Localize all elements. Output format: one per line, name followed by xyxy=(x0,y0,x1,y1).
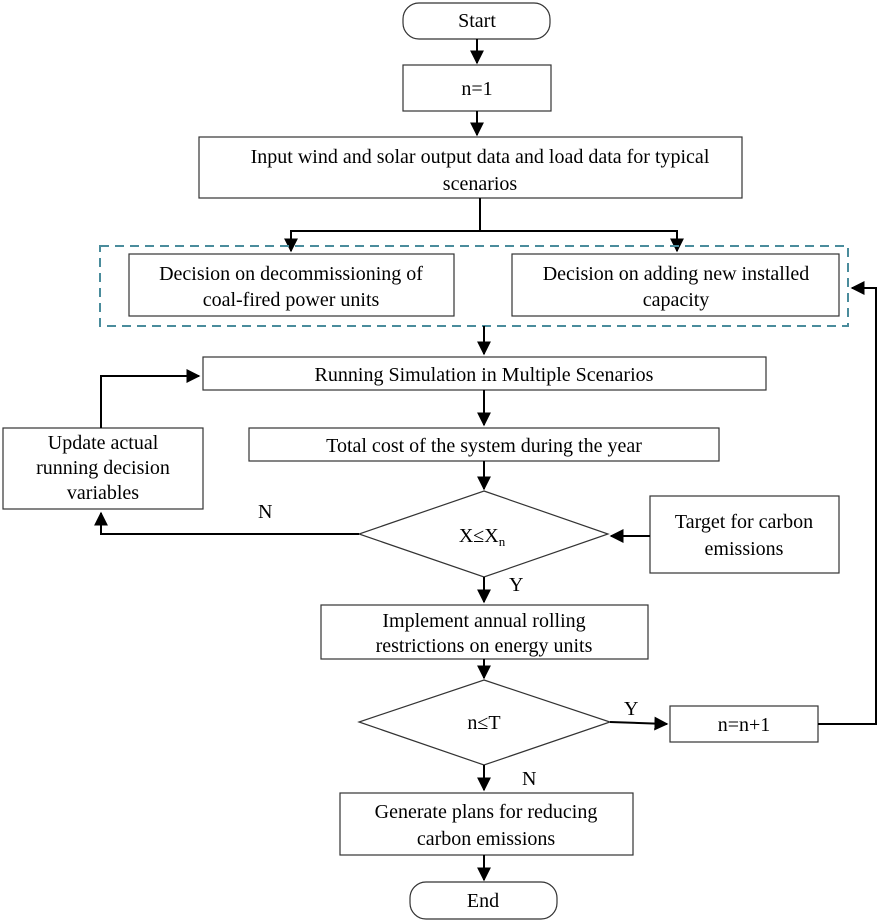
increment-node: n=n+1 xyxy=(669,705,819,743)
edge-carbon-no-update xyxy=(94,511,359,535)
total-cost-label: Total cost of the system during the year xyxy=(326,435,642,457)
start-node: Start xyxy=(402,2,551,40)
start-label: Start xyxy=(458,10,496,32)
carbon-no-label: N xyxy=(258,501,272,523)
rolling-label-line2: restrictions on energy units xyxy=(376,635,593,657)
plans-label-line1: Generate plans for reducing xyxy=(375,801,598,823)
simulation-node: Running Simulation in Multiple Scenarios xyxy=(202,356,767,391)
input-data-label-line2: scenarios xyxy=(443,173,518,195)
decommission-label-line2: coal-fired power units xyxy=(203,289,380,311)
decommission-label-line1: Decision on decommissioning of xyxy=(159,263,423,285)
simulation-label: Running Simulation in Multiple Scenarios xyxy=(315,364,654,386)
edge-year-yes-increment xyxy=(609,716,669,731)
plans-node: Generate plans for reducing carbon emiss… xyxy=(339,792,634,856)
carbon-check-label: X≤Xn xyxy=(459,525,506,549)
end-node: End xyxy=(409,881,558,920)
init-node: n=1 xyxy=(402,64,552,112)
update-label-line3: variables xyxy=(67,482,139,504)
edge-input-new-capacity xyxy=(480,230,684,253)
edge-increment-decisions xyxy=(818,281,877,725)
target-label-line2: emissions xyxy=(705,538,784,560)
year-yes-label: Y xyxy=(624,698,638,720)
new-capacity-decision-node: Decision on adding new installed capacit… xyxy=(511,253,840,317)
year-check-node: n≤T xyxy=(357,679,612,766)
update-label-line2: running decision xyxy=(36,457,170,479)
decision-group-border xyxy=(99,245,849,327)
year-check-label: n≤T xyxy=(467,712,500,734)
decommission-decision-node: Decision on decommissioning of coal-fire… xyxy=(128,253,455,317)
input-data-label-line1: Input wind and solar output data and loa… xyxy=(251,146,710,168)
edge-input-decommission xyxy=(284,198,481,253)
carbon-check-node: X≤Xn xyxy=(357,490,610,578)
input-data-node: Input wind and solar output data and loa… xyxy=(198,136,743,199)
plans-label-line2: carbon emissions xyxy=(417,828,556,850)
update-label-line1: Update actual xyxy=(48,432,159,454)
new-capacity-label-line1: Decision on adding new installed xyxy=(543,263,810,285)
rolling-restrictions-node: Implement annual rolling restrictions on… xyxy=(320,604,649,660)
edge-update-simulation xyxy=(100,369,201,428)
increment-label: n=n+1 xyxy=(718,714,771,736)
year-no-label: N xyxy=(522,768,536,790)
target-label-line1: Target for carbon xyxy=(675,511,813,533)
init-label: n=1 xyxy=(461,78,492,100)
end-label: End xyxy=(467,890,499,912)
carbon-target-node: Target for carbon emissions xyxy=(649,495,840,574)
carbon-yes-label: Y xyxy=(509,574,523,596)
new-capacity-label-line2: capacity xyxy=(643,289,710,311)
update-variables-node: Update actual running decision variables xyxy=(2,427,204,510)
rolling-label-line1: Implement annual rolling xyxy=(382,610,585,632)
total-cost-node: Total cost of the system during the year xyxy=(248,427,720,462)
